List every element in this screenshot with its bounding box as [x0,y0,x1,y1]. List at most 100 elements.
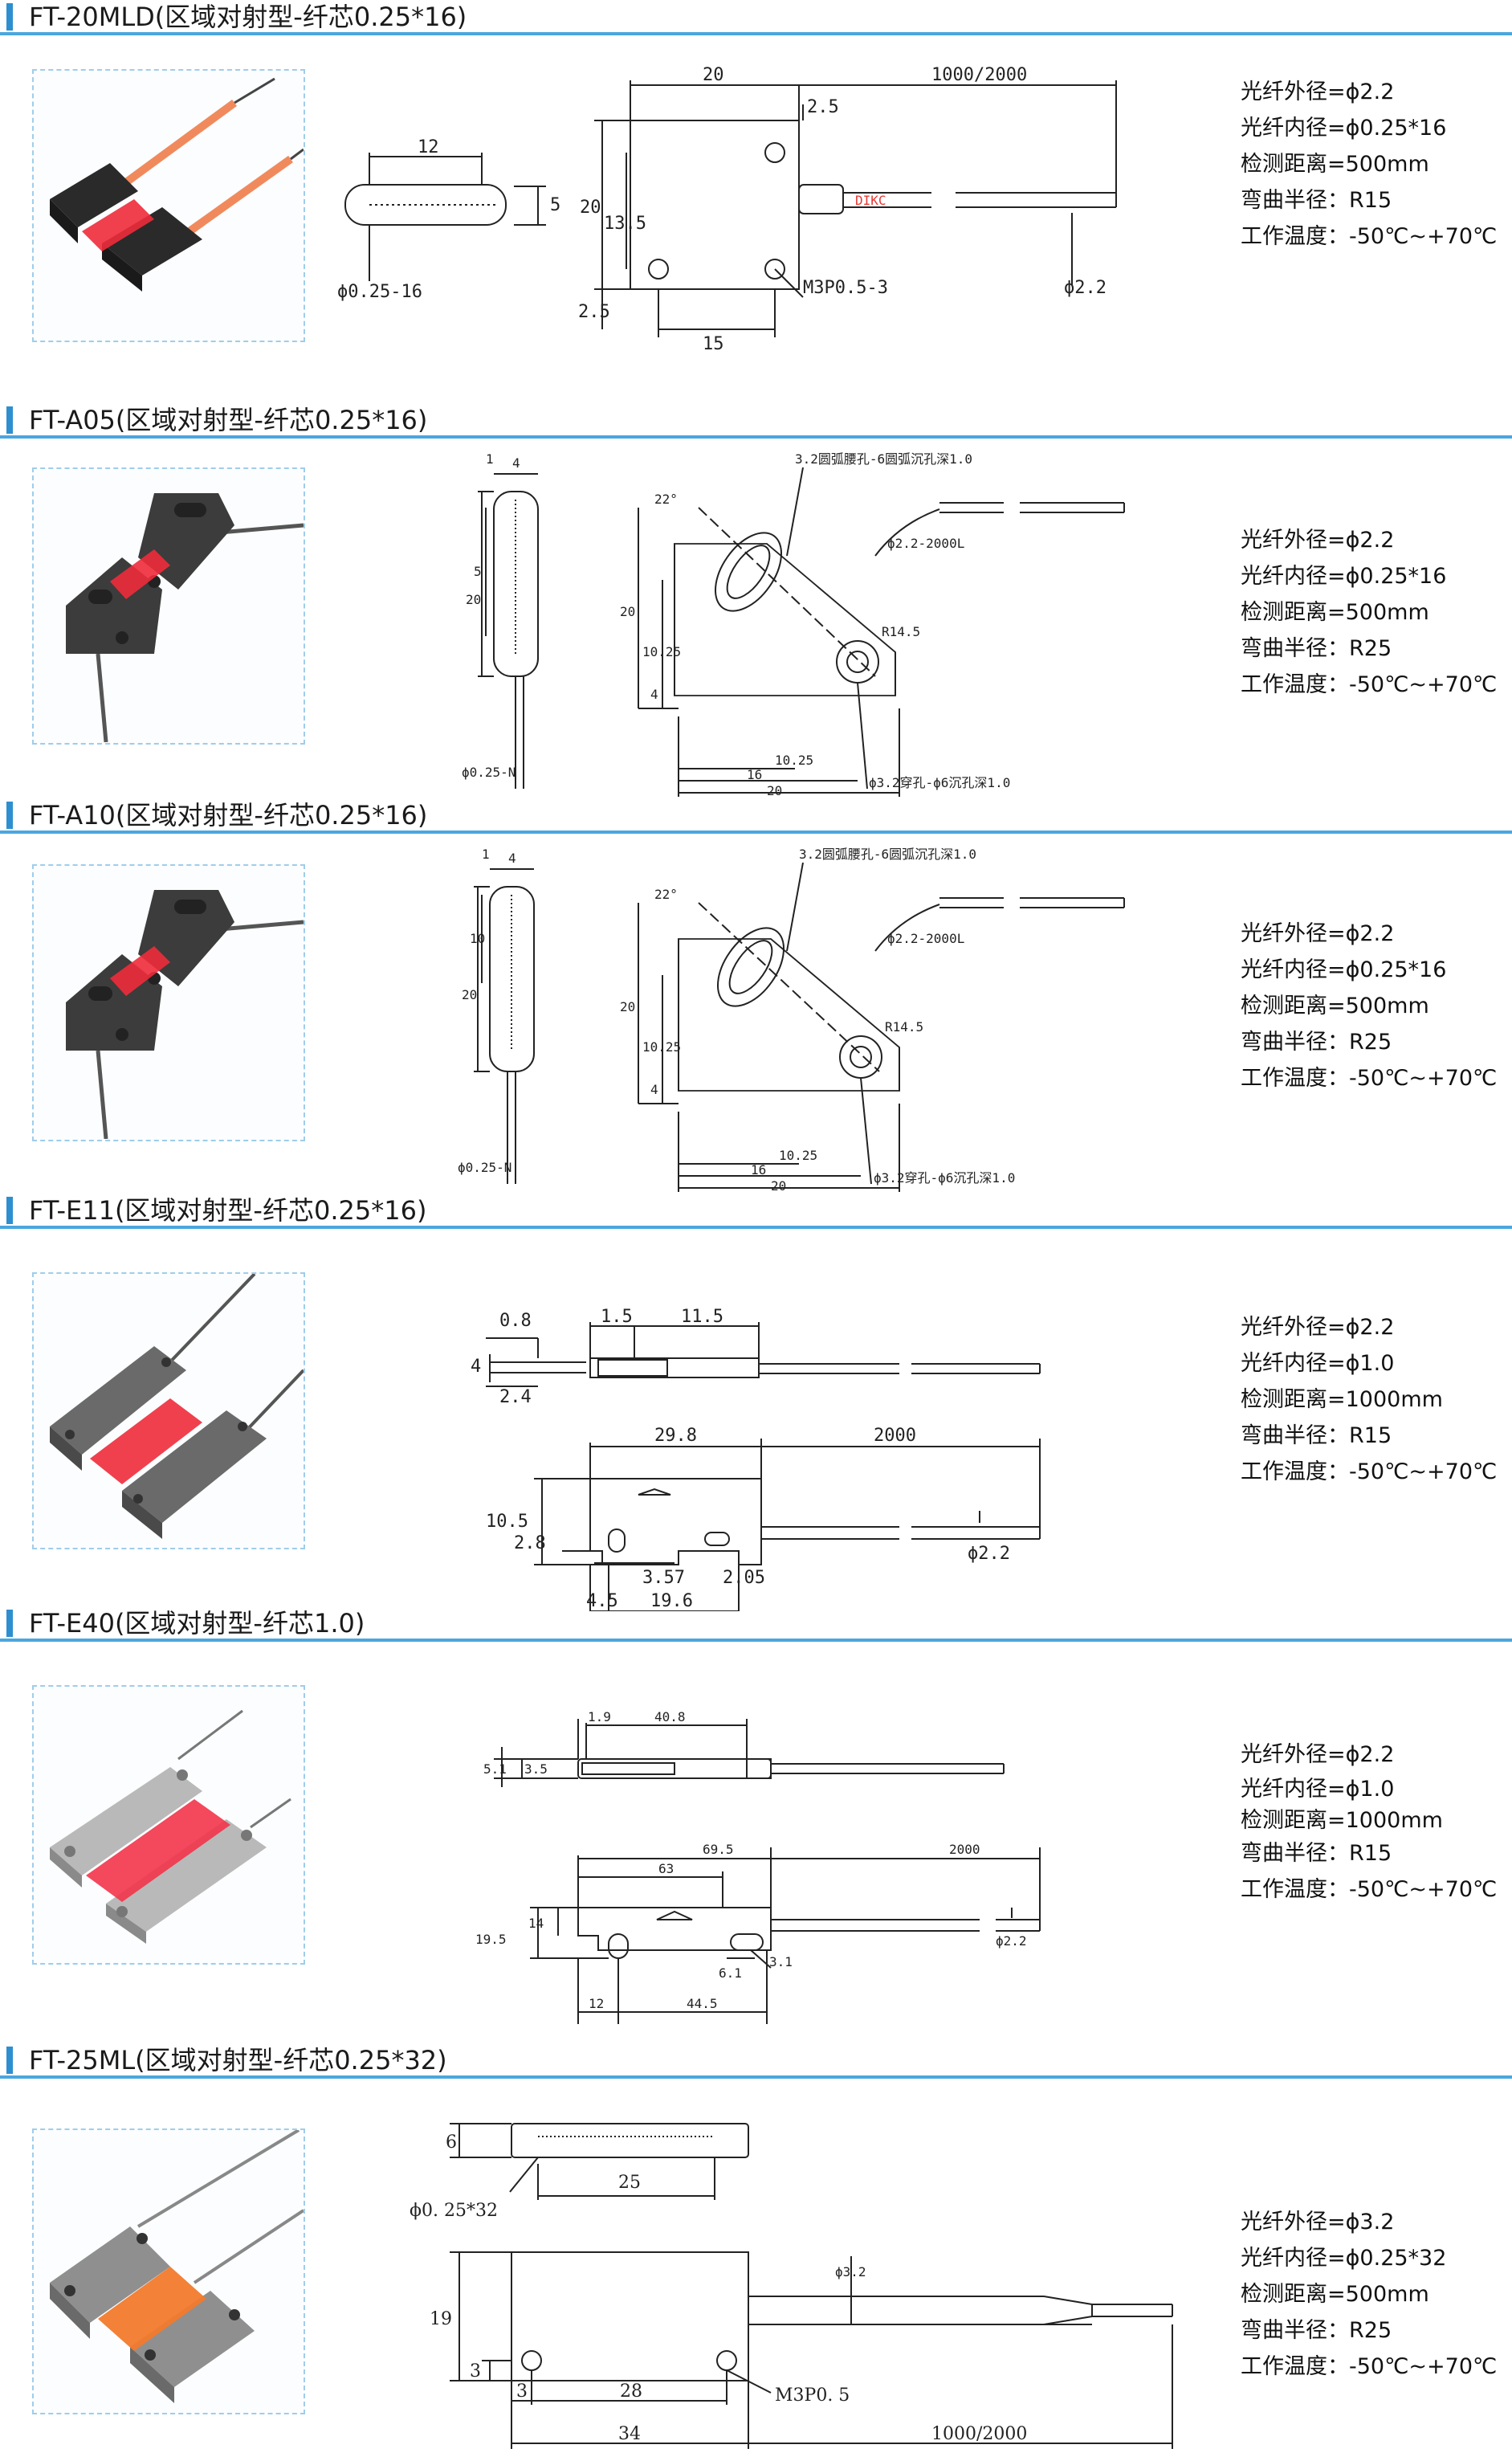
section-divider [0,831,1512,834]
spec-row: 检测距离=1000mm [1241,1808,1443,1833]
section-ft-e11: FT-E11(区域对射型-纤芯0.25*16) [0,1194,1512,1611]
section-divider [0,2075,1512,2079]
dimension-drawing: 0.8 1.5 11.5 4 2.4 29.8 2000 10.5 2.8 3.… [321,1234,1212,1611]
dim-thread: M3P0. 5 [775,2385,850,2406]
dim-core: ϕ0.25-N [462,765,516,780]
dim-1: 1 [486,451,494,467]
dim-width-10-25: 10.25 [775,753,813,768]
dim-width-20: 20 [767,783,782,797]
spec-row: 弯曲半径：R15 [1241,1423,1392,1448]
section-divider [0,435,1512,439]
dim-core: ϕ0.25-16 [337,282,422,302]
dim-10-5: 10.5 [486,1512,528,1532]
brand-label: DIKC [855,193,886,208]
spec-row: 光纤外径=ϕ2.2 [1241,1742,1395,1767]
spec-list: 光纤外径=ϕ2.2 光纤内径=ϕ1.0 检测距离=1000mm 弯曲半径：R15… [1241,1309,1506,1490]
section-divider [0,32,1512,35]
dim-diameter: ϕ2.2 [968,1544,1010,1564]
dim-2-5-top: 2.5 [807,97,839,117]
dim-height-10-25: 10.25 [642,1039,681,1055]
spec-list: 光纤外径=ϕ2.2 光纤内径=ϕ1.0 检测距离=1000mm 弯曲半径：R15… [1241,1737,1506,1908]
spec-row: 光纤内径=ϕ1.0 [1241,1777,1395,1802]
dim-hole-through: ϕ3.2穿孔-ϕ6沉孔深1.0 [874,1170,1015,1186]
dim-diameter: ϕ2.2 [996,1933,1027,1949]
spec-row: 工作温度：-50℃~+70℃ [1241,1877,1498,1902]
spec-row: 光纤内径=ϕ0.25*16 [1241,957,1447,982]
spec-row: 检测距离=500mm [1241,600,1429,625]
dim-1: 1 [482,847,490,862]
dim-12: 12 [418,137,439,157]
dim-radius: R14.5 [882,624,920,639]
dim-28: 28 [620,2381,642,2402]
section-header: FT-A10(区域对射型-纤芯0.25*16) [0,798,1512,834]
dim-3-1: 3.1 [769,1954,793,1969]
spec-row: 光纤外径=ϕ2.2 [1241,80,1395,104]
section-title: FT-A10(区域对射型-纤芯0.25*16) [29,800,428,831]
section-ft-25ml: FT-25ML(区域对射型-纤芯0.25*32) [0,2043,1512,2449]
dim-radius: R14.5 [885,1019,923,1035]
section-header: FT-20MLD(区域对射型-纤芯0.25*16) [0,0,1512,35]
dim-2-8: 2.8 [514,1533,546,1553]
dim-20: 20 [466,592,481,607]
spec-list: 光纤外径=ϕ2.2 光纤内径=ϕ0.25*16 检测距离=500mm 弯曲半径：… [1241,74,1506,255]
dim-19-6: 19.6 [650,1591,693,1611]
section-marker [6,802,13,829]
dim-10: 10 [470,931,485,946]
dimension-drawing: 12 5 ϕ0.25-16 20 2.5 1000/2000 20 13.5 2… [321,40,1212,394]
dim-25: 25 [618,2173,641,2193]
section-marker [6,2047,13,2074]
spec-row: 检测距离=500mm [1241,152,1429,177]
spec-row: 光纤内径=ϕ0.25*32 [1241,2246,1447,2271]
section-header: FT-A05(区域对射型-纤芯0.25*16) [0,403,1512,439]
spec-row: 工作温度：-50℃~+70℃ [1241,672,1498,697]
dim-1-9: 1.9 [588,1709,611,1724]
spec-row: 检测距离=1000mm [1241,1387,1443,1412]
dim-1-5: 1.5 [601,1307,633,1327]
section-marker [6,1610,13,1637]
section-marker [6,3,13,31]
section-title: FT-A05(区域对射型-纤芯0.25*16) [29,405,428,435]
section-ft-20mld: FT-20MLD(区域对射型-纤芯0.25*16) [0,0,1512,402]
spec-list: 光纤外径=ϕ2.2 光纤内径=ϕ0.25*16 检测距离=500mm 弯曲半径：… [1241,916,1506,1096]
dim-core: ϕ0.25-N [458,1160,511,1175]
dim-2-5-bottom: 2.5 [578,302,610,322]
section-divider [0,1226,1512,1229]
dim-hole-slot: 3.2圆弧腰孔-6圆弧沉孔深1.0 [795,451,972,467]
dim-angle: 22° [654,492,678,507]
dim-3-57: 3.57 [642,1568,685,1588]
dim-3-5: 3.5 [524,1761,548,1777]
dim-34: 34 [618,2424,641,2444]
spec-row: 光纤内径=ϕ1.0 [1241,1351,1395,1376]
section-ft-e40: FT-E40(区域对射型-纤芯1.0) [0,1606,1512,2040]
dim-2-05: 2.05 [723,1568,765,1588]
dim-angle: 22° [654,887,678,902]
dim-diameter: ϕ3.2 [835,2264,866,2279]
dim-width-20: 20 [771,1178,786,1192]
section-marker [6,406,13,434]
product-photo [32,1272,305,1549]
section-marker [6,1197,13,1224]
dim-2000: 2000 [874,1426,916,1446]
section-title: FT-25ML(区域对射型-纤芯0.25*32) [29,2045,447,2075]
spec-row: 光纤外径=ϕ2.2 [1241,921,1395,946]
dim-19-5: 19.5 [475,1932,507,1947]
section-title: FT-E11(区域对射型-纤芯0.25*16) [29,1195,427,1226]
dim-3-vertical: 3 [470,2361,481,2381]
section-title: FT-E40(区域对射型-纤芯1.0) [29,1608,365,1639]
dim-20: 20 [462,987,477,1002]
section-ft-a10: FT-A10(区域对射型-纤芯0.25*16) [0,798,1512,1200]
spec-row: 检测距离=500mm [1241,2282,1429,2307]
dim-4: 4 [471,1357,481,1377]
product-photo [32,2128,305,2414]
dim-hole-through: ϕ3.2穿孔-ϕ6沉孔深1.0 [869,775,1010,790]
spec-row: 光纤外径=ϕ3.2 [1241,2210,1395,2234]
dimension-drawing: 6 ϕ0. 25*32 25 ϕ3.2 19 3 3 28 M3P0. 5 34… [321,2083,1212,2461]
section-title: FT-20MLD(区域对射型-纤芯0.25*16) [29,2,467,32]
dim-cable: ϕ2.2-2000L [887,536,964,551]
dim-11-5: 11.5 [681,1307,723,1327]
dimension-drawing: 1 4 5 20 ϕ0.25-N 22° 3.2圆弧腰孔-6圆弧沉孔深1.0 ϕ… [321,443,1212,797]
product-photo [32,467,305,745]
dim-6-1: 6.1 [719,1965,742,1981]
dim-height-10-25: 10.25 [642,644,681,659]
dim-5: 5 [550,195,560,215]
